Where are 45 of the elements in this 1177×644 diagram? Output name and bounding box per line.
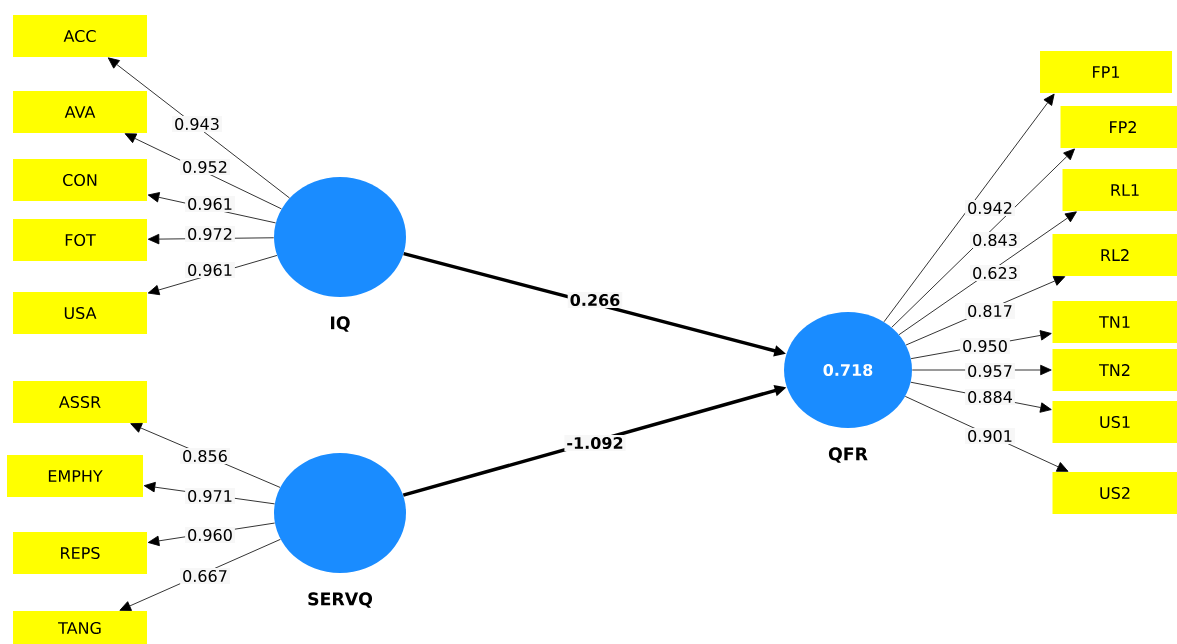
edge-label: 0.266 [567, 291, 623, 309]
indicator-box: CON [13, 159, 147, 201]
construct-label: IQ [331, 316, 350, 332]
edge-label: 0.957 [965, 362, 1015, 380]
arrow [124, 133, 282, 210]
edge-label: 0.972 [185, 225, 235, 243]
arrow [898, 211, 1077, 336]
indicator-box: TANG [13, 611, 147, 644]
edge-label: 0.971 [185, 487, 235, 505]
indicator-box: FP2 [1060, 106, 1177, 148]
indicator-box: TN1 [1052, 301, 1177, 343]
edge-label: 0.952 [180, 158, 230, 176]
indicator-box: USA [13, 292, 147, 334]
edge-label: 0.667 [180, 567, 230, 585]
indicator-box: ASSR [13, 381, 147, 423]
edge-label: 0.623 [970, 264, 1020, 282]
edge-label: 0.961 [185, 195, 235, 213]
arrow [107, 57, 290, 199]
edge-label: 0.817 [965, 302, 1015, 320]
edge-label: 0.950 [960, 337, 1010, 355]
edge-label: 0.942 [965, 199, 1015, 217]
edge-label: 0.884 [965, 388, 1015, 406]
edge-label: 0.843 [970, 231, 1020, 249]
indicator-box: TN2 [1052, 349, 1177, 391]
indicator-box: ACC [13, 15, 147, 57]
edge-label: 0.960 [185, 526, 235, 544]
indicator-box: RL1 [1062, 169, 1177, 211]
indicator-box: REPS [13, 532, 147, 574]
arrow [883, 93, 1055, 323]
indicator-box: FP1 [1040, 51, 1172, 93]
edge-label: 0.961 [185, 261, 235, 279]
edge-label: 0.856 [180, 447, 230, 465]
arrow [891, 148, 1075, 328]
indicator-box: US1 [1052, 401, 1177, 443]
indicator-box: RL2 [1052, 234, 1177, 276]
indicator-box: FOT [13, 219, 147, 261]
construct-label: SERVQ [308, 592, 373, 608]
indicator-box: AVA [13, 91, 147, 133]
edge-label: 0.901 [965, 427, 1015, 445]
edge-label: -1.092 [564, 434, 626, 452]
indicator-box: EMPHY [7, 455, 143, 497]
construct-label: QFR [828, 447, 868, 463]
indicator-box: US2 [1052, 472, 1177, 514]
edge-label: 0.943 [172, 115, 222, 133]
arrow [904, 396, 1069, 472]
